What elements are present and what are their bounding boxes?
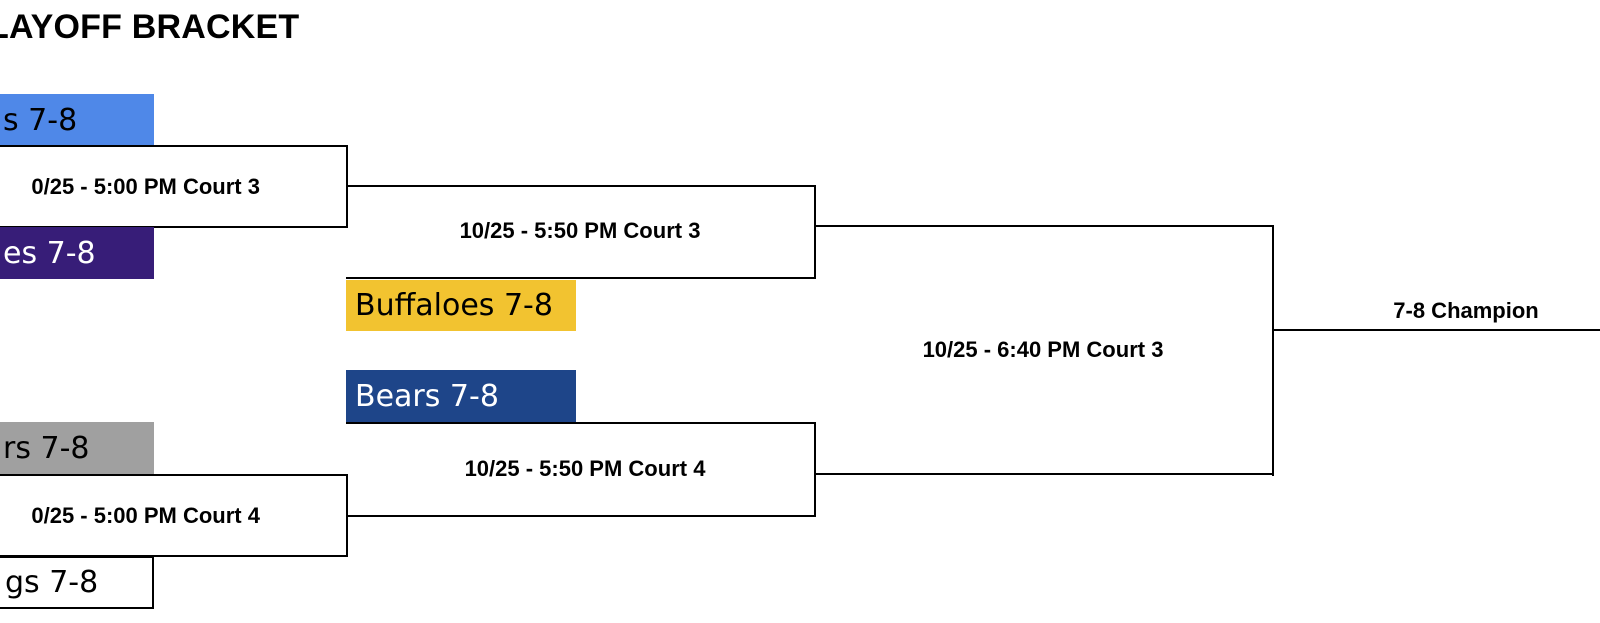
game-round1-court4: 0/25 - 5:00 PM Court 4	[0, 474, 348, 557]
connector-line	[1272, 329, 1600, 331]
connector-line	[814, 473, 1274, 475]
game-round2-court3: 10/25 - 5:50 PM Court 3	[459, 218, 701, 243]
team-slot-round1-game2-bottom: gs 7-8	[0, 556, 154, 609]
connector-line	[814, 225, 1274, 227]
team-slot-round1-game1-bottom: es 7-8	[0, 227, 154, 279]
champion-label: 7-8 Champion	[1393, 298, 1539, 323]
connector-line	[346, 185, 816, 187]
team-slot-round2-bye-bears: Bears 7-8	[346, 370, 576, 423]
connector-line	[814, 422, 816, 517]
game-round1-court3: 0/25 - 5:00 PM Court 3	[0, 145, 348, 228]
connector-line	[1272, 225, 1274, 476]
connector-line	[346, 277, 816, 279]
connector-line	[346, 422, 816, 424]
team-slot-round1-game1-top: s 7-8	[0, 94, 154, 146]
connector-line	[814, 185, 816, 279]
game-round2-court4: 10/25 - 5:50 PM Court 4	[464, 456, 706, 481]
bracket-title: LAYOFF BRACKET	[0, 8, 300, 46]
team-slot-round2-bye-buffaloes: Buffaloes 7-8	[346, 280, 576, 331]
connector-line	[346, 515, 816, 517]
team-slot-round1-game2-top: rs 7-8	[0, 422, 154, 475]
game-final-court3: 10/25 - 6:40 PM Court 3	[922, 337, 1164, 362]
